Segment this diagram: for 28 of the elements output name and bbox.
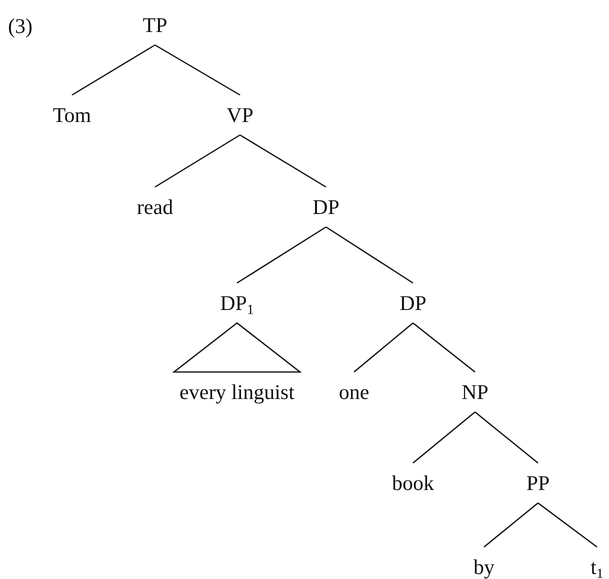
branch-line xyxy=(412,322,476,372)
branch-line xyxy=(154,44,240,96)
tree-node-label: DP$_{1}$ xyxy=(220,283,254,323)
tree-node-label: DP xyxy=(312,187,340,227)
tree-node-label: one xyxy=(338,372,370,412)
branch-line xyxy=(236,226,326,284)
tree-node-label: NP xyxy=(462,372,488,412)
tree-node-label: every linguist xyxy=(180,372,294,412)
branch-line xyxy=(154,134,240,188)
branch-line xyxy=(354,322,414,372)
tree-node-label: DP xyxy=(400,283,426,323)
tree-node-label: PP xyxy=(526,463,550,503)
example-number: (3) xyxy=(8,14,32,38)
branch-line xyxy=(72,44,156,96)
branch-line xyxy=(412,412,476,464)
tree-node-label: book xyxy=(392,463,434,503)
tree-node-label: by xyxy=(474,547,494,579)
branch-line xyxy=(240,134,326,188)
triangle-branch xyxy=(172,322,302,373)
tree-node-label: Tom xyxy=(52,95,92,135)
branch-line xyxy=(474,412,538,464)
tree-node-label: TP xyxy=(142,5,168,45)
branch-line xyxy=(484,502,538,548)
tree-node-label: t$_{1}$ xyxy=(590,547,604,579)
tree-node-label: read xyxy=(136,187,174,227)
branch-line xyxy=(326,226,414,284)
branch-line xyxy=(538,502,598,548)
tree-node-label: VP xyxy=(226,95,254,135)
